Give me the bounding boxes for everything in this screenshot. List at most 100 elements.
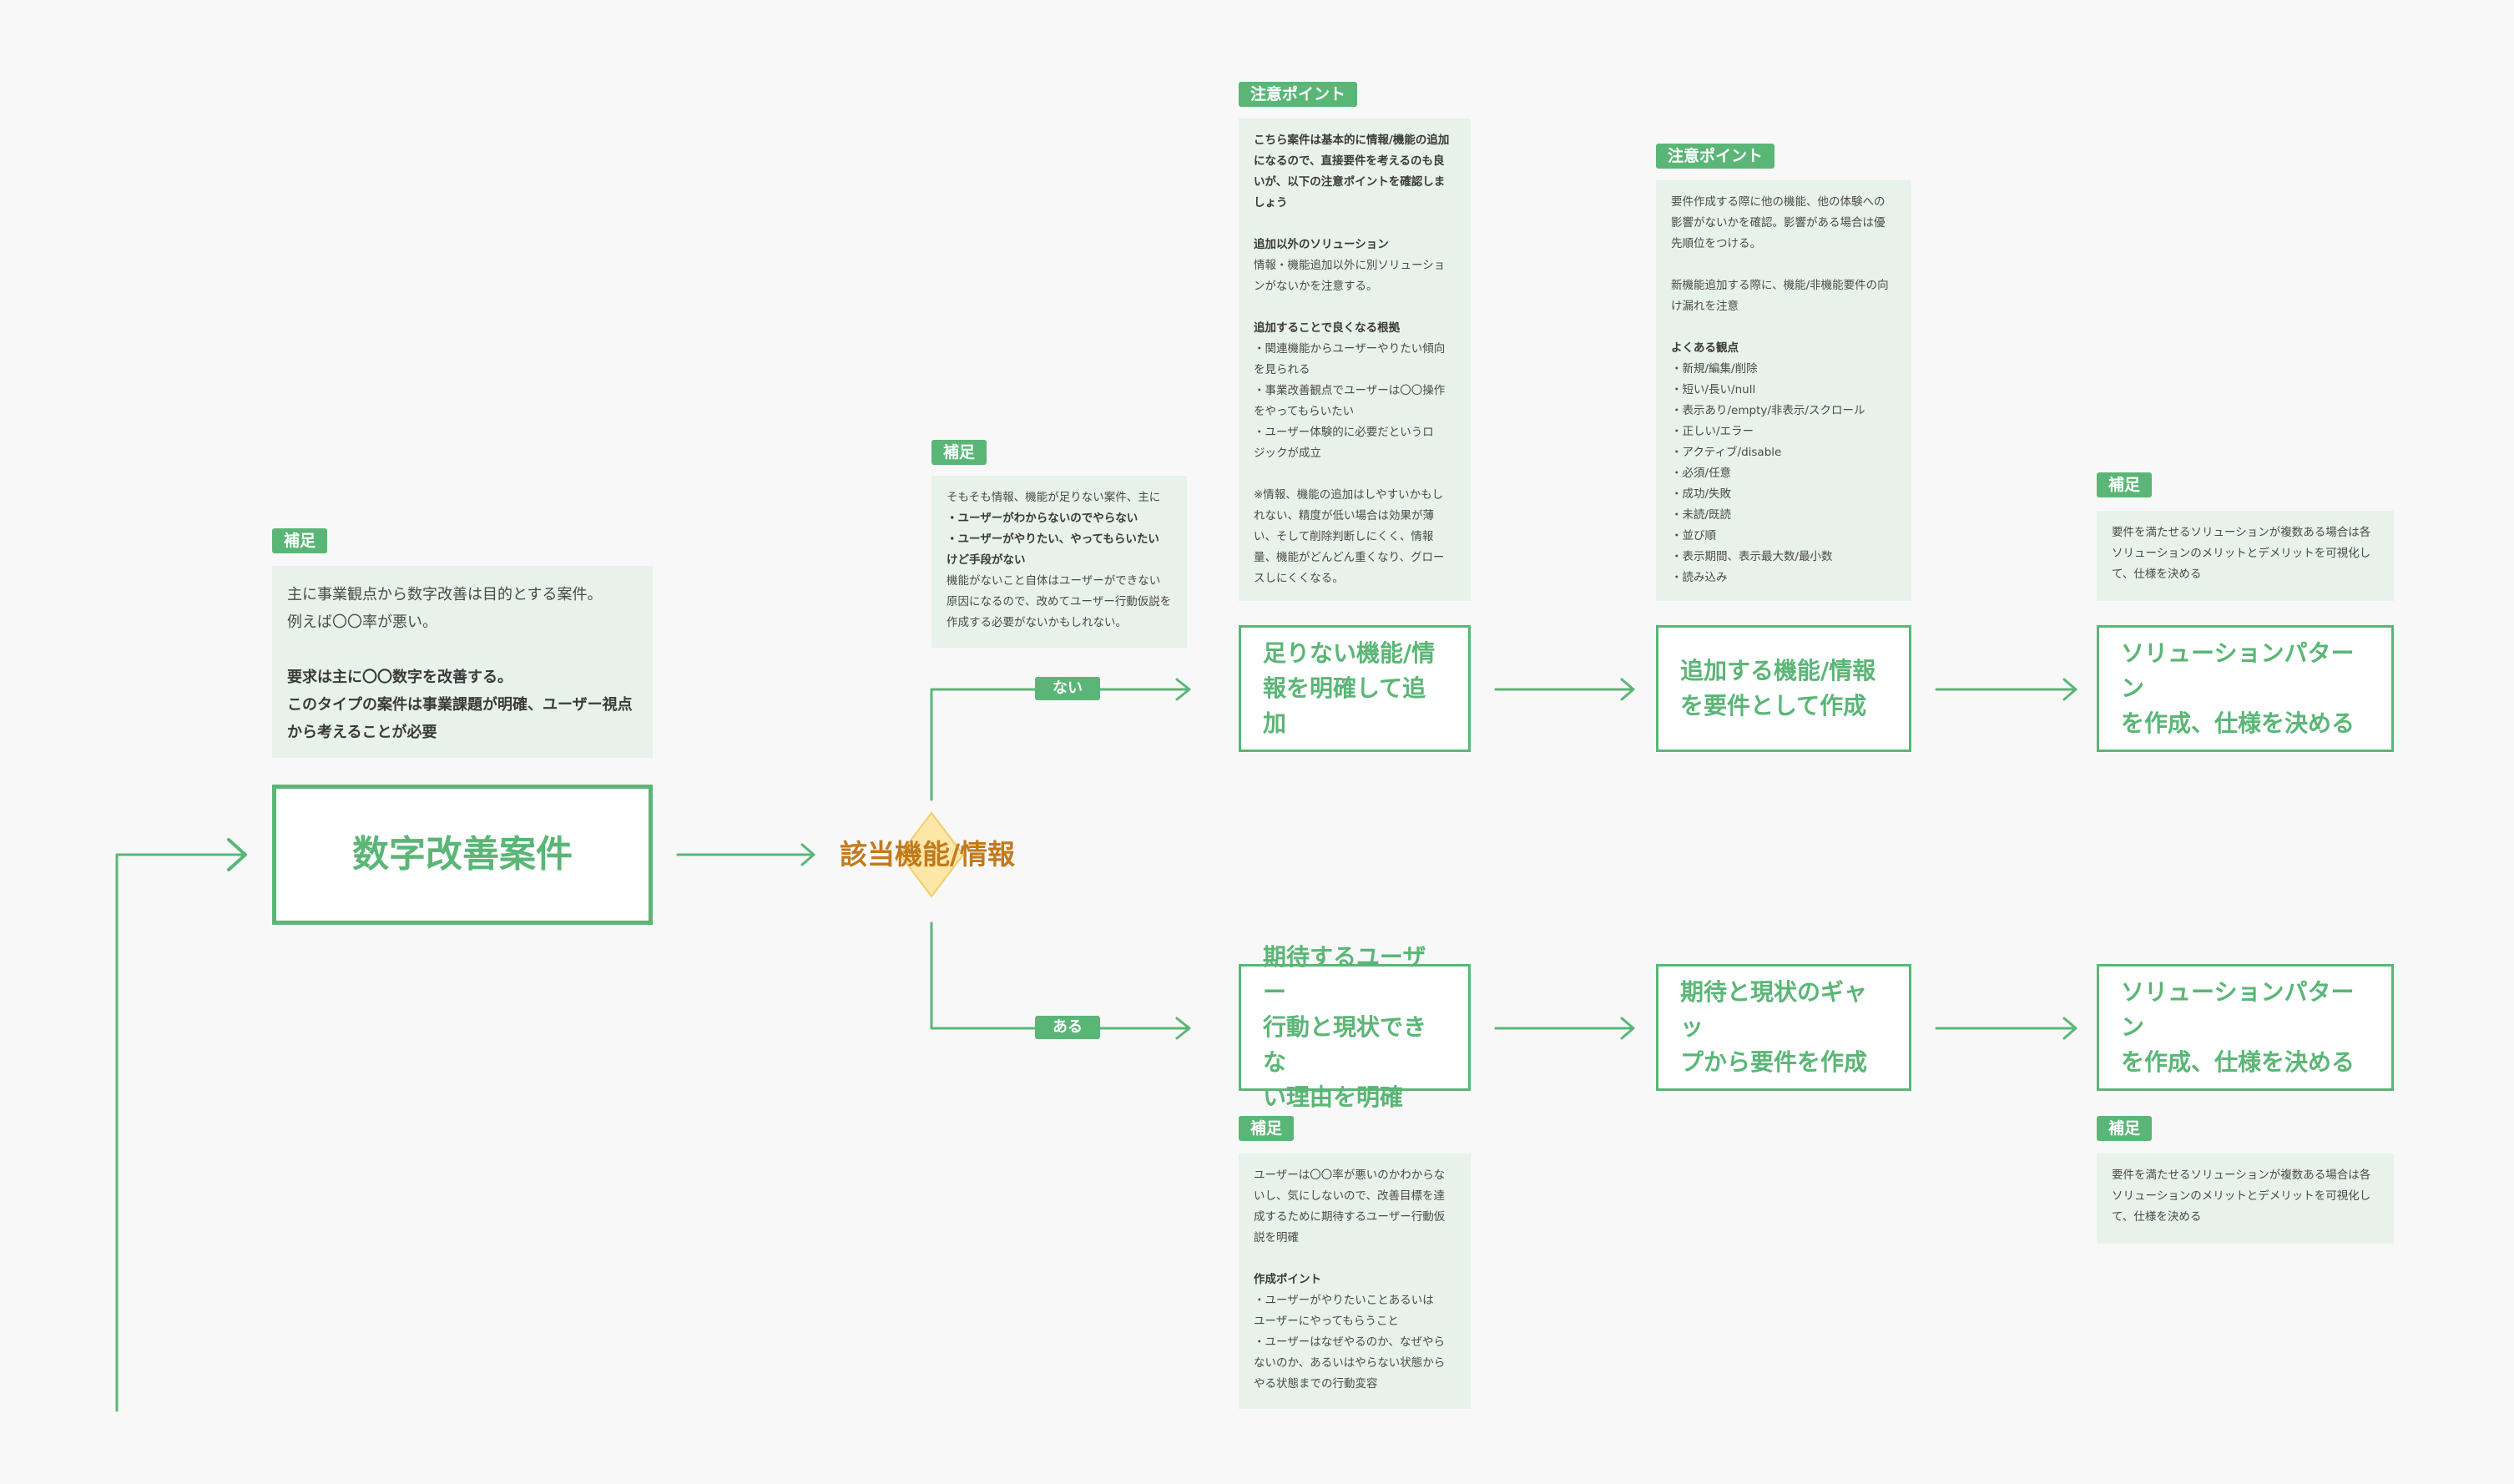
note-line: 要件作成する際に他の機能、他の体験への — [1671, 195, 1886, 209]
node-line: 期待するユーザー — [1263, 943, 1426, 1006]
note-line: 情報・機能追加以外に別ソリューショ — [1254, 259, 1446, 272]
note-line: 説を明確 — [1254, 1231, 1299, 1244]
note-line: から考えることが必要 — [287, 724, 437, 741]
note-line: ・関連機能からユーザーやりたい傾向 — [1254, 342, 1446, 356]
main-to-decision-arrow — [676, 843, 815, 866]
note-line: 主に事業観点から数字改善は目的とする案件。 — [287, 586, 603, 603]
node-line: ソリューションパターン — [2121, 978, 2355, 1041]
note-line: 作成ポイント — [1254, 1273, 1321, 1286]
note-line: ないのか、あるいはやらない状態から — [1254, 1356, 1446, 1370]
note-line: 影響がないかを確認。影響がある場合は優 — [1671, 216, 1886, 230]
note-line: やる状態までの行動変容 — [1254, 1377, 1378, 1391]
node-create-requirements-for-feature-text: 追加する機能/情報 を要件として作成 — [1680, 654, 1875, 724]
note-line: ・ユーザーはなぜやるのか、なぜやら — [1254, 1335, 1445, 1349]
note-line: 機能がないこと自体はユーザーができない — [947, 574, 1161, 588]
bottom-note-3-tag: 補足 — [2097, 1116, 2153, 1141]
note-line: スしにくくなる。 — [1254, 572, 1344, 585]
node-define-expected-behavior[interactable]: 期待するユーザー 行動と現状できな い理由を明確 — [1239, 943, 1471, 1111]
note-line: しょう — [1254, 196, 1288, 209]
node-line: 期待と現状のギャッ — [1680, 978, 1868, 1041]
note-line — [1254, 214, 1456, 235]
node-line: い理由を明確 — [1263, 1083, 1404, 1111]
note-line: 先順位をつける。 — [1671, 237, 1761, 250]
decision-note: そもそも情報、機能が足りない案件、主に・ユーザーがわからないのでやらない・ユーザ… — [931, 476, 1187, 648]
node-line: を作成、仕様を決める — [2121, 1048, 2355, 1076]
note-line: 要件を満たせるソリューションが複数ある場合は各 — [2112, 1169, 2371, 1182]
note-line: ・必須/任意 — [1671, 467, 1732, 480]
note-line: ・新規/編集/削除 — [1671, 362, 1758, 376]
node-line: 足りない機能/情 — [1263, 639, 1436, 667]
note-line — [1254, 297, 1456, 318]
note-line: ・読み込み — [1671, 571, 1728, 584]
caution-1-note: こちら案件は基本的に情報/機能の追加になるので、直接要件を考えるのも良いが、以下… — [1239, 119, 1471, 601]
node-solution-pattern-top-text: ソリューションパターン を作成、仕様を決める — [2121, 636, 2370, 741]
branch-no-label: ない — [1035, 677, 1100, 700]
node-line: プから要件を作成 — [1680, 1048, 1868, 1076]
note-line: このタイプの案件は事業課題が明確、ユーザー視点 — [287, 696, 633, 714]
node-line: を要件として作成 — [1680, 692, 1867, 719]
note-line: ・ユーザーがやりたい、やってもらいたい — [947, 533, 1159, 546]
node-requirements-from-gap[interactable]: 期待と現状のギャッ プから要件を作成 — [1656, 964, 1911, 1091]
note-line: ・未読/既読 — [1671, 508, 1732, 522]
node-line: 報を明確して追加 — [1263, 674, 1426, 737]
note-line: ソリューションのメリットとデメリットを可視化し — [2112, 547, 2371, 560]
note-line: そもそも情報、機能が足りない案件、主に — [947, 491, 1161, 504]
note-line: いし、気にしないので、改善目標を達 — [1254, 1189, 1445, 1203]
branch-yes-label: ある — [1035, 1016, 1100, 1039]
note-line: ・表示期間、表示最大数/最小数 — [1671, 550, 1833, 563]
node-solution-pattern-top[interactable]: ソリューションパターン を作成、仕様を決める — [2097, 625, 2394, 752]
top-arrow-2 — [1935, 678, 2077, 701]
note-line: ・ユーザーがわからないのでやらない — [947, 512, 1138, 525]
decision-to-no-branch-connector — [930, 678, 1191, 801]
node-line: を作成、仕様を決める — [2121, 709, 2355, 737]
note-line: 作成する必要がないかもしれない。 — [947, 616, 1127, 629]
note-line: 要件を満たせるソリューションが複数ある場合は各 — [2112, 526, 2371, 539]
note-line — [1671, 317, 1896, 338]
note-line: けど手段がない — [947, 553, 1026, 567]
note-line: ・成功/失敗 — [1671, 487, 1732, 501]
note-line: よくある観点 — [1671, 341, 1739, 355]
note-line: ユーザーは〇〇率が悪いのかわからな — [1254, 1169, 1446, 1182]
note-line: をやってもらいたい — [1254, 405, 1355, 418]
note-line: ・短い/長い/null — [1671, 383, 1756, 396]
note-line: ・ユーザーがやりたいことあるいは — [1254, 1294, 1434, 1307]
node-identify-missing-feature-text: 足りない機能/情 報を明確して追加 — [1263, 636, 1446, 741]
top-arrow-1 — [1494, 678, 1635, 701]
node-line: ソリューションパターン — [2121, 639, 2355, 702]
note-line — [1254, 1249, 1456, 1269]
caution-2-tag: 注意ポイント — [1656, 144, 1775, 169]
note-line: て、仕様を決める — [2112, 1210, 2202, 1224]
decision-note-tag: 補足 — [931, 440, 987, 465]
entry-connector — [115, 853, 245, 1412]
note-line: ソリューションのメリットとデメリットを可視化し — [2112, 1189, 2371, 1203]
node-line: 追加する機能/情報 — [1680, 657, 1876, 684]
decision-to-yes-branch-connector — [930, 921, 1191, 1040]
note-line — [1254, 464, 1456, 485]
note-line: ・表示あり/empty/非表示/スクロール — [1671, 404, 1865, 417]
node-solution-pattern-bottom[interactable]: ソリューションパターン を作成、仕様を決める — [2097, 964, 2394, 1091]
bottom-note-1-tag: 補足 — [1239, 1116, 1295, 1141]
caution-2-note: 要件作成する際に他の機能、他の体験への影響がないかを確認。影響がある場合は優先順… — [1656, 180, 1911, 601]
note-line: ンがないかを注意する。 — [1254, 280, 1378, 293]
decision-label: 該当機能/情報 — [840, 838, 1016, 871]
note-line: 要求は主に〇〇数字を改善する。 — [287, 669, 512, 686]
node-requirements-from-gap-text: 期待と現状のギャッ プから要件を作成 — [1680, 975, 1887, 1080]
note-line: 追加以外のソリューション — [1254, 238, 1389, 251]
bottom-arrow-1 — [1494, 1017, 1635, 1040]
note-line: ジックが成立 — [1254, 447, 1321, 460]
node-solution-pattern-bottom-text: ソリューションパターン を作成、仕様を決める — [2121, 975, 2370, 1080]
node-create-requirements-for-feature[interactable]: 追加する機能/情報 を要件として作成 — [1656, 625, 1911, 752]
main-node-label: 数字改善案件 — [352, 833, 573, 876]
note-line: 追加することで良くなる根拠 — [1254, 321, 1401, 335]
caution-1-tag: 注意ポイント — [1239, 82, 1358, 107]
main-node-numeric-improvement[interactable]: 数字改善案件 — [272, 785, 653, 925]
note-line: こちら案件は基本的に情報/機能の追加 — [1254, 134, 1450, 147]
note-line: ・ユーザー体験的に必要だというロ — [1254, 426, 1434, 439]
note-line — [1671, 255, 1896, 275]
node-define-expected-behavior-text: 期待するユーザー 行動と現状できな い理由を明確 — [1263, 940, 1446, 1115]
note-line: いが、以下の注意ポイントを確認しま — [1254, 175, 1446, 189]
solution-note-top-tag: 補足 — [2097, 472, 2153, 497]
note-line: 原因になるので、改めてユーザー行動仮説を — [947, 595, 1172, 608]
node-identify-missing-feature[interactable]: 足りない機能/情 報を明確して追加 — [1239, 625, 1471, 752]
note-line: になるので、直接要件を考えるのも良 — [1254, 154, 1445, 168]
